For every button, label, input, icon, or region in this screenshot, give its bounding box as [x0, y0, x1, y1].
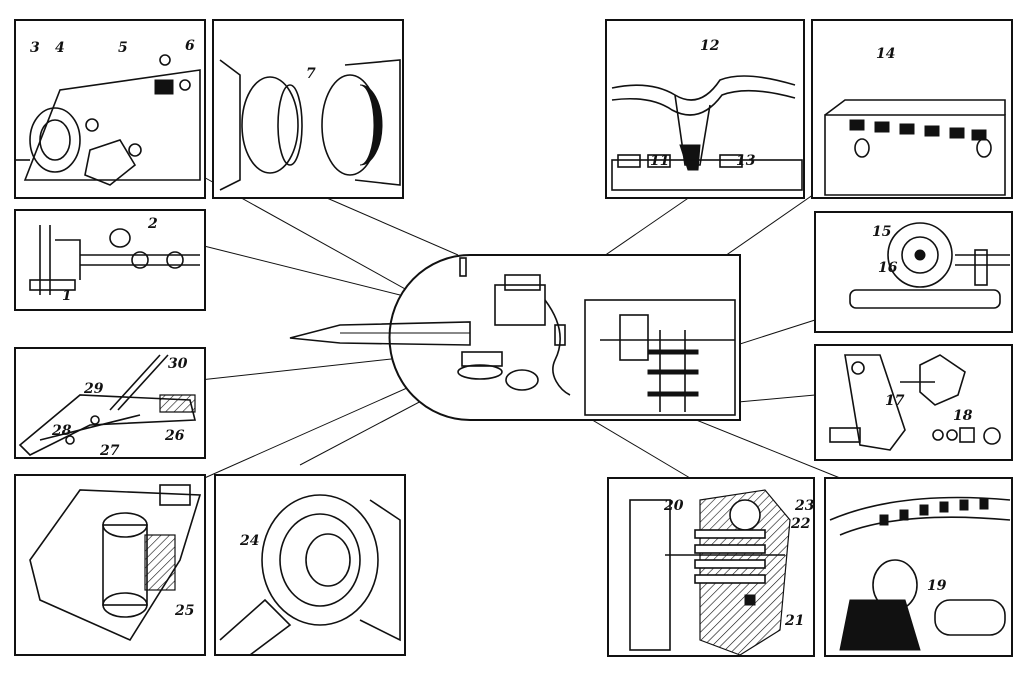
panel-clamp [14, 474, 206, 656]
panel-fork [605, 19, 805, 199]
part-label-22: 22 [790, 516, 811, 532]
part-label-11: 11 [650, 153, 669, 169]
part-label-4: 4 [55, 40, 65, 56]
part-label-2: 2 [147, 216, 158, 232]
panel-wheel [814, 211, 1013, 333]
part-label-27: 27 [99, 443, 120, 459]
part-label-17: 17 [885, 393, 905, 409]
part-label-28: 28 [51, 423, 72, 439]
part-label-3: 3 [30, 40, 40, 56]
part-label-20: 20 [663, 498, 684, 514]
panel-brake-lever [14, 347, 206, 459]
panel-gears [824, 477, 1013, 657]
panel-clutch [607, 477, 815, 657]
part-label-14: 14 [876, 46, 895, 62]
panel-cam [814, 344, 1013, 461]
part-label-15: 15 [872, 224, 891, 240]
panel-carburetor [14, 19, 206, 199]
part-label-25: 25 [174, 603, 194, 619]
part-label-13: 13 [736, 153, 756, 169]
panel-linkage [14, 209, 206, 311]
part-label-12: 12 [700, 38, 720, 54]
part-label-19: 19 [927, 578, 947, 594]
central-machine [289, 254, 741, 421]
part-label-1: 1 [62, 288, 72, 304]
part-label-30: 30 [168, 356, 188, 372]
part-label-26: 26 [164, 428, 185, 444]
part-label-7: 7 [306, 66, 316, 82]
part-label-29: 29 [83, 381, 104, 397]
part-label-6: 6 [185, 38, 195, 54]
part-label-5: 5 [118, 40, 128, 56]
panel-lamp [212, 19, 404, 199]
panel-battery [811, 19, 1013, 199]
part-label-24: 24 [239, 533, 259, 549]
panel-bearing [214, 474, 406, 656]
part-label-23: 23 [794, 498, 815, 514]
part-label-16: 16 [878, 260, 898, 276]
part-label-18: 18 [953, 408, 973, 424]
part-label-21: 21 [784, 613, 804, 629]
